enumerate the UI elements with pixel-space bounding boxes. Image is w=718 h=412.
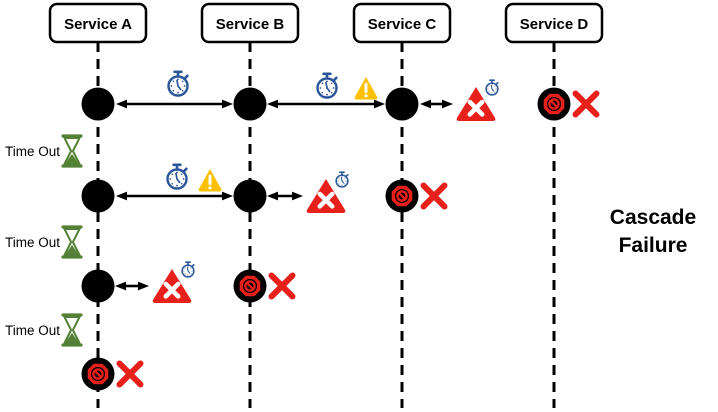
sync-call-arrow [267,191,303,201]
call-node [81,269,115,303]
rejected-x-icon [272,276,293,297]
rejected-x-icon [424,186,445,207]
sync-call-arrow [267,99,385,109]
timeout-label: Time Out [5,235,60,250]
warning-triangle-icon [197,167,223,193]
failed-request-icon [307,172,348,213]
sync-call-arrow [115,281,149,291]
failed-request-icon [457,80,498,121]
stopwatch-icon [166,163,188,190]
service-box-a [48,2,148,44]
call-node [233,87,267,121]
sync-call-arrow [420,99,453,109]
service-box-c [352,2,452,44]
call-node [233,179,267,213]
call-node [81,87,115,121]
service-label-b: Service B [216,16,285,33]
service-box-d [504,2,604,44]
blocked-service-icon [232,268,268,304]
blocked-service-icon [384,178,420,214]
stopwatch-icon [167,70,189,97]
timeout-label: Time Out [5,144,60,159]
sync-call-arrow [116,99,233,109]
rejected-x-icon [120,364,141,385]
sync-call-arrow [116,191,233,201]
hourglass-icon [61,225,83,259]
cascade-failure-caption: Failure [619,234,688,257]
rejected-x-icon [576,94,597,115]
timeout-label: Time Out [5,323,60,338]
blocked-service-icon [80,356,116,392]
hourglass-icon [61,134,83,168]
warning-triangle-icon [353,75,379,101]
call-node [81,179,115,213]
hourglass-icon [61,313,83,347]
call-node [385,87,419,121]
blocked-service-icon [536,86,572,122]
service-label-a: Service A [64,16,132,33]
failed-request-icon [153,262,194,303]
stopwatch-icon [316,72,338,99]
cascade-failure-caption: Cascade [610,206,696,229]
service-box-b [200,2,300,44]
service-label-d: Service D [520,16,589,33]
service-label-c: Service C [368,16,437,33]
